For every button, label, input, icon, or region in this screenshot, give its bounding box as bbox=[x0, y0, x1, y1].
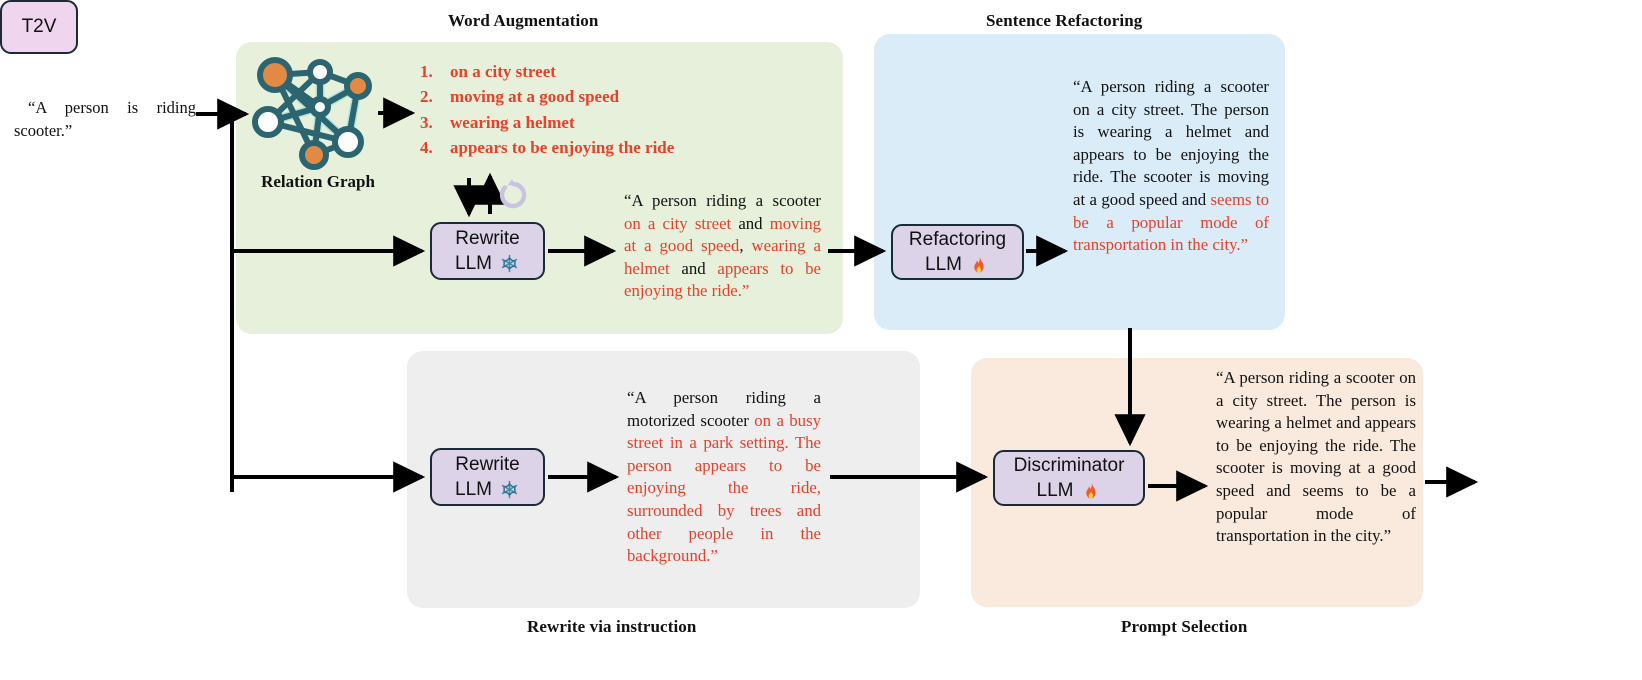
relation-graph-label: Relation Graph bbox=[261, 172, 375, 191]
list-item-number: 3. bbox=[420, 112, 433, 132]
rewrite-llm-box-2[interactable]: Rewrite LLM bbox=[430, 448, 545, 506]
panel-word-augmentation bbox=[236, 42, 843, 334]
augmentation-list: 1. on a city street 2. moving at a good spe… bbox=[420, 59, 760, 161]
box-line2: LLM bbox=[455, 479, 492, 500]
list-item-text: appears to be enjoying the ride bbox=[450, 138, 675, 158]
prose-segment: “A person riding a scooter bbox=[624, 191, 821, 210]
list-item-number: 1. bbox=[420, 62, 433, 81]
prompt-selection-output-text: “A person riding a scooter on a city str… bbox=[1216, 367, 1416, 548]
input-prompt-text: “A person is riding scooter.” bbox=[14, 98, 196, 140]
list-item-text: wearing a helmet bbox=[450, 112, 575, 132]
box-line1: Discriminator bbox=[1013, 455, 1125, 476]
box-line1: Refactoring bbox=[908, 229, 1007, 250]
prose-segment: and bbox=[731, 213, 770, 233]
snowflake-icon bbox=[499, 479, 520, 500]
augmentation-list-item: 4. appears to be enjoying the ride bbox=[420, 135, 760, 160]
augmentation-list-item: 2. moving at a good speed bbox=[420, 84, 760, 109]
panel-sentence-refactoring bbox=[874, 34, 1285, 330]
snowflake-icon bbox=[499, 253, 520, 274]
prose-segment: and bbox=[669, 258, 718, 278]
prose-segment: on a busy street in a park setting. The … bbox=[627, 410, 821, 566]
prose-segment: “A person riding a scooter on a city str… bbox=[1073, 77, 1269, 209]
prose-segment: “A person riding a scooter on a city str… bbox=[1216, 368, 1416, 546]
box-line2: LLM bbox=[1036, 480, 1074, 501]
augmentation-list-item: 3. wearing a helmet bbox=[420, 110, 760, 135]
prose-segment: wearing a helmet bbox=[624, 236, 821, 278]
discriminator-llm-box[interactable]: Discriminator LLM bbox=[993, 450, 1145, 506]
prose-segment: “A person riding a motorized scooter bbox=[627, 388, 821, 430]
prose-segment: moving at a good speed bbox=[624, 213, 821, 256]
box-line2: LLM bbox=[925, 254, 962, 275]
prose-segment: on a city street bbox=[624, 213, 732, 233]
rewrite-llm-box-1[interactable]: Rewrite LLM bbox=[430, 222, 545, 280]
prose-segment: , bbox=[739, 236, 752, 256]
augmentation-list-item: 1. on a city street bbox=[420, 59, 760, 84]
caption-prompt-selection: Prompt Selection bbox=[1121, 617, 1248, 636]
prose-segment: appears to be enjoying the ride.” bbox=[624, 258, 822, 301]
prose-segment: seems to be a popular mode of transporta… bbox=[1073, 189, 1269, 255]
list-item-number: 4. bbox=[420, 138, 433, 158]
word-augmentation-output-text: “A person riding a scooter on a city str… bbox=[624, 190, 821, 303]
flame-icon bbox=[1080, 480, 1101, 501]
caption-sentence-refactoring: Sentence Refactoring bbox=[986, 11, 1143, 30]
flame-icon bbox=[969, 254, 990, 275]
list-item-text: moving at a good speed bbox=[450, 87, 620, 107]
list-item-text: on a city street bbox=[450, 62, 556, 81]
caption-word-augmentation: Word Augmentation bbox=[448, 11, 599, 30]
sentence-refactoring-output-text: “A person riding a scooter on a city str… bbox=[1073, 76, 1269, 257]
box-line1: Rewrite bbox=[455, 228, 520, 249]
t2v-label: T2V bbox=[21, 16, 57, 37]
rewrite-via-instruction-output-text: “A person riding a motorized scooter on … bbox=[627, 387, 821, 568]
caption-rewrite-via-instruction: Rewrite via instruction bbox=[527, 617, 697, 636]
relation-graph-icon bbox=[248, 50, 388, 170]
box-line2: LLM bbox=[455, 253, 492, 274]
t2v-box[interactable]: T2V bbox=[0, 0, 78, 54]
refactoring-llm-box[interactable]: Refactoring LLM bbox=[891, 224, 1024, 280]
box-line1: Rewrite bbox=[455, 454, 520, 475]
list-item-number: 2. bbox=[420, 87, 433, 107]
